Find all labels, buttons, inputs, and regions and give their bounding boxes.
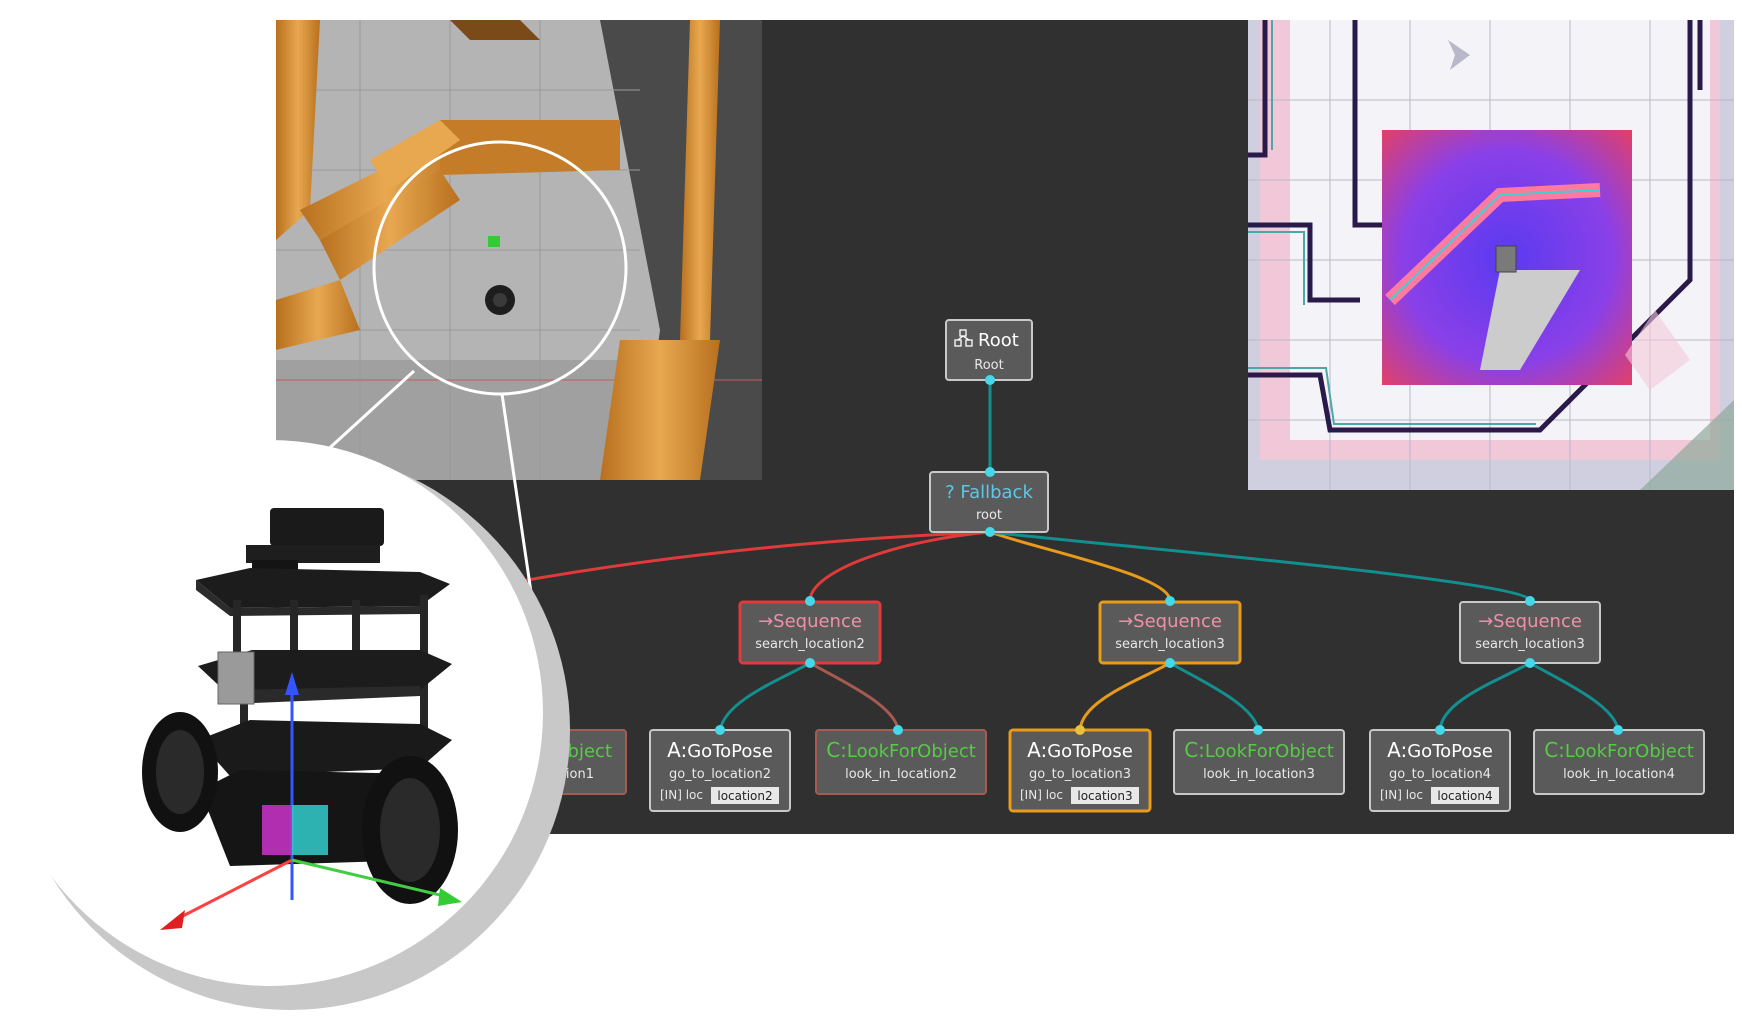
- action-subtitle: go_to_location3: [1029, 767, 1131, 782]
- port: [805, 658, 815, 668]
- edge-fallback-sequence2: [808, 530, 991, 601]
- edge-sequence2-goto2: [718, 661, 811, 731]
- turtlebot-robot-model: [142, 508, 462, 930]
- condition-subtitle: look_in_location4: [1563, 767, 1675, 782]
- condition-node-look-in-location2[interactable]: C:LookForObject look_in_location2: [815, 725, 987, 795]
- action-subtitle: go_to_location4: [1389, 767, 1491, 782]
- robot-zoom-view: [0, 440, 570, 1010]
- port-label: [IN] loc: [1020, 788, 1063, 802]
- port: [1253, 725, 1263, 735]
- sequence-title: →Sequence: [1118, 611, 1222, 632]
- edge-fallback-sequence1: [515, 530, 991, 584]
- fallback-node[interactable]: ? Fallback root: [929, 467, 1049, 537]
- port: [805, 596, 815, 606]
- edge-sequence3-look3: [1169, 661, 1260, 731]
- root-title: Root: [978, 330, 1019, 351]
- condition-node-look-in-location3[interactable]: C:LookForObject look_in_location3: [1173, 725, 1345, 795]
- port-label: [IN] loc: [660, 788, 703, 802]
- condition-subtitle: look_in_location2: [845, 767, 957, 782]
- port: [985, 527, 995, 537]
- port: [893, 725, 903, 735]
- action-node-go-to-location2[interactable]: A:GoToPose go_to_location2 [IN] loc loca…: [649, 725, 791, 812]
- condition-node-look-in-location4[interactable]: C:LookForObject look_in_location4: [1533, 725, 1705, 795]
- sequence-node-search-location3[interactable]: →Sequence search_location3: [1098, 596, 1242, 668]
- action-node-go-to-location4[interactable]: A:GoToPose go_to_location4 [IN] loc loca…: [1369, 725, 1511, 812]
- edge-sequence2-look2: [809, 661, 900, 731]
- root-icon: [954, 329, 973, 347]
- port: [1525, 658, 1535, 668]
- simulation-view: [276, 20, 762, 480]
- port: [1525, 596, 1535, 606]
- condition-subtitle: look_in_location3: [1203, 767, 1315, 782]
- port-value: location4: [1437, 789, 1492, 803]
- edge-fallback-sequence3: [989, 530, 1172, 601]
- port: [715, 725, 725, 735]
- port-value-box[interactable]: [1431, 787, 1499, 804]
- port: [985, 375, 995, 385]
- condition-title: C:LookForObject: [826, 738, 976, 762]
- sequence-title: →Sequence: [1478, 611, 1582, 632]
- sequence-subtitle: search_location2: [755, 637, 865, 652]
- edge-sequence4-goto4: [1438, 661, 1531, 731]
- port-value-box[interactable]: [711, 787, 779, 804]
- action-title: A:GoToPose: [1387, 738, 1493, 762]
- edge-sequence4-look4: [1529, 661, 1620, 731]
- port: [1165, 658, 1175, 668]
- condition-title: C:LookForObject: [1184, 738, 1334, 762]
- port-value-box[interactable]: [1071, 787, 1139, 804]
- sequence-subtitle: search_location3: [1475, 637, 1585, 652]
- port-label: [IN] loc: [1380, 788, 1423, 802]
- port: [1613, 725, 1623, 735]
- action-subtitle: go_to_location2: [669, 767, 771, 782]
- sequence-node-search-location2[interactable]: →Sequence search_location2: [738, 596, 882, 668]
- port-value: location3: [1077, 789, 1132, 803]
- edge-sequence3-goto3: [1078, 661, 1171, 731]
- action-title: A:GoToPose: [667, 738, 773, 762]
- action-title: A:GoToPose: [1027, 738, 1133, 762]
- port-value: location2: [717, 789, 772, 803]
- action-node-go-to-location3[interactable]: A:GoToPose go_to_location3 [IN] loc loca…: [1008, 725, 1152, 813]
- tree-edges: [515, 380, 1620, 731]
- port: [1165, 596, 1175, 606]
- condition-title: C:LookForObject: [1544, 738, 1694, 762]
- root-node[interactable]: Root Root: [945, 319, 1033, 385]
- root-subtitle: Root: [974, 358, 1003, 373]
- sequence-title: →Sequence: [758, 611, 862, 632]
- sequence-node-search-location4[interactable]: →Sequence search_location3: [1459, 596, 1601, 668]
- costmap-view: [1248, 20, 1734, 490]
- magnifier-lens: [372, 140, 628, 396]
- fallback-title: ? Fallback: [945, 482, 1033, 503]
- fallback-subtitle: root: [976, 508, 1002, 523]
- port: [1435, 725, 1445, 735]
- edge-fallback-sequence4: [989, 530, 1532, 602]
- port: [985, 467, 995, 477]
- sequence-subtitle: search_location3: [1115, 637, 1225, 652]
- port: [1075, 725, 1085, 735]
